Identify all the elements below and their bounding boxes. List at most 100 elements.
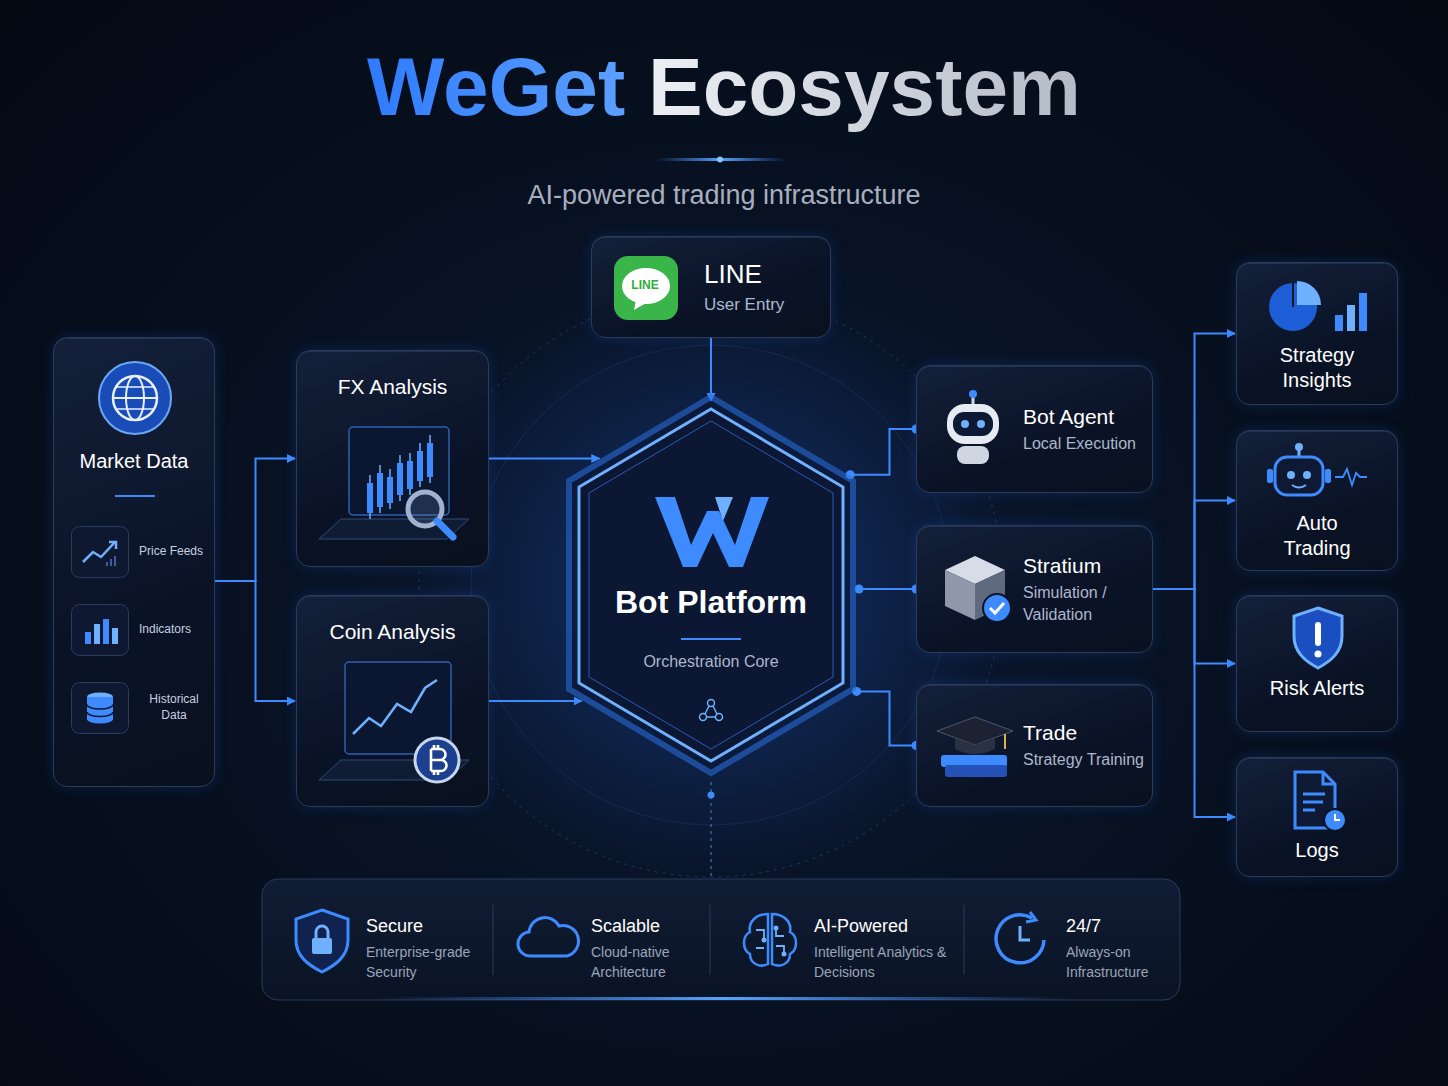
path-shape xyxy=(705,706,717,717)
path-shape xyxy=(1294,608,1342,668)
node-icon xyxy=(71,526,129,578)
node-subtitle: Orchestration Core xyxy=(567,653,855,671)
out-box: Auto Trading xyxy=(1236,430,1398,571)
panel-box: Market DataPrice FeedsIndicatorsHistoric… xyxy=(53,337,215,787)
path-shape xyxy=(1026,912,1036,922)
node-icon xyxy=(71,604,129,656)
link-dot xyxy=(708,792,715,799)
line-shape xyxy=(437,521,453,537)
connector-group xyxy=(846,425,921,480)
out-box: Strategy Insights xyxy=(1236,262,1398,405)
rect-shape xyxy=(72,605,129,656)
node-icon xyxy=(1288,606,1348,670)
rect-shape xyxy=(397,463,403,495)
node-title: FX Analysis xyxy=(297,375,488,399)
connector-group xyxy=(711,338,712,401)
rect-shape xyxy=(947,404,999,444)
node-title: Secure xyxy=(366,916,493,937)
circle-shape xyxy=(1315,651,1322,658)
node-icon xyxy=(1289,770,1353,834)
path-shape xyxy=(955,738,995,754)
connector-group xyxy=(1153,334,1235,590)
rect-shape xyxy=(681,638,741,640)
node-title: Risk Alerts xyxy=(1261,676,1373,701)
path-shape xyxy=(756,928,784,954)
node-subtitle: Strategy Training xyxy=(1023,749,1144,771)
sub-box: Historical Data xyxy=(69,680,209,736)
orbit-ring xyxy=(471,345,951,825)
polyline-shape xyxy=(353,680,437,734)
line-box: LINE User Entry xyxy=(591,236,831,338)
connector-group xyxy=(489,701,582,702)
circle-shape xyxy=(977,420,985,428)
node-title: Trade xyxy=(1023,720,1144,745)
circle-shape xyxy=(774,926,779,931)
polygon-shape xyxy=(937,717,1013,745)
sub-box: Indicators xyxy=(69,602,209,658)
circle-shape xyxy=(1287,471,1295,479)
polygon-shape xyxy=(945,570,975,620)
rect-shape xyxy=(112,628,118,644)
node-icon xyxy=(290,906,354,974)
path-shape xyxy=(634,300,648,310)
node-subtitle: Cloud-native Architecture xyxy=(591,943,707,982)
circle-shape xyxy=(1303,471,1311,479)
connector xyxy=(857,691,916,745)
rect-shape xyxy=(614,256,678,320)
path-shape xyxy=(431,745,447,775)
node-title: Auto Trading xyxy=(1261,511,1373,561)
node-subtitle: User Entry xyxy=(704,295,830,315)
logo-label: LINE xyxy=(631,278,658,292)
path-shape xyxy=(87,705,113,717)
sub-box: Price Feeds xyxy=(69,524,209,580)
rect-shape xyxy=(407,461,413,489)
rect-shape xyxy=(387,477,393,503)
path-shape xyxy=(1303,794,1325,810)
rect-shape xyxy=(85,632,91,644)
ellipse-shape xyxy=(622,268,670,304)
node-title: Logs xyxy=(1261,838,1373,863)
rect-shape xyxy=(1325,469,1331,483)
node-icon xyxy=(297,413,490,563)
node-subtitle: Intelligent Analytics & Decisions xyxy=(814,943,962,982)
rect-shape xyxy=(1347,305,1355,331)
path-shape xyxy=(744,914,796,966)
path-shape xyxy=(1297,281,1321,305)
diagram-title: WeGet Ecosystem xyxy=(367,41,1081,132)
title-dot xyxy=(717,157,723,163)
path-shape xyxy=(1323,772,1335,784)
rect-shape xyxy=(72,527,129,578)
connector xyxy=(489,458,599,460)
hex-box: Bot PlatformOrchestration Core xyxy=(567,395,855,775)
rect-shape xyxy=(115,495,155,497)
band-divider xyxy=(493,905,494,975)
connector xyxy=(1153,334,1235,590)
node-icon xyxy=(935,548,1015,632)
path-shape xyxy=(1020,926,1030,940)
connector-group xyxy=(855,585,921,594)
path-shape xyxy=(109,542,116,549)
path-shape xyxy=(715,497,733,521)
node-icon xyxy=(933,703,1017,787)
feature-band xyxy=(262,879,1180,1000)
path-shape xyxy=(296,910,348,972)
rect-shape xyxy=(1315,622,1321,646)
connector xyxy=(215,581,295,701)
connector-group xyxy=(852,687,920,750)
node-title: Historical Data xyxy=(139,692,209,723)
feat-box: ScalableCloud-native Architecture xyxy=(515,900,707,984)
circle-shape xyxy=(700,714,707,721)
node-title: Indicators xyxy=(139,622,191,638)
rect-shape xyxy=(1335,315,1343,331)
line-shape xyxy=(113,397,157,399)
connector xyxy=(1153,589,1235,817)
node-icon xyxy=(1259,277,1379,337)
path-shape xyxy=(1292,283,1294,307)
node-subtitle: Enterprise-grade Security xyxy=(366,943,493,982)
rect-shape xyxy=(417,451,423,481)
node-title: LINE xyxy=(704,259,830,290)
caption-wrap: AI-powered trading infrastructure xyxy=(0,180,1448,211)
feat-box: SecureEnterprise-grade Security xyxy=(290,900,493,984)
rect-shape xyxy=(945,765,1007,777)
rect-shape xyxy=(427,443,433,477)
